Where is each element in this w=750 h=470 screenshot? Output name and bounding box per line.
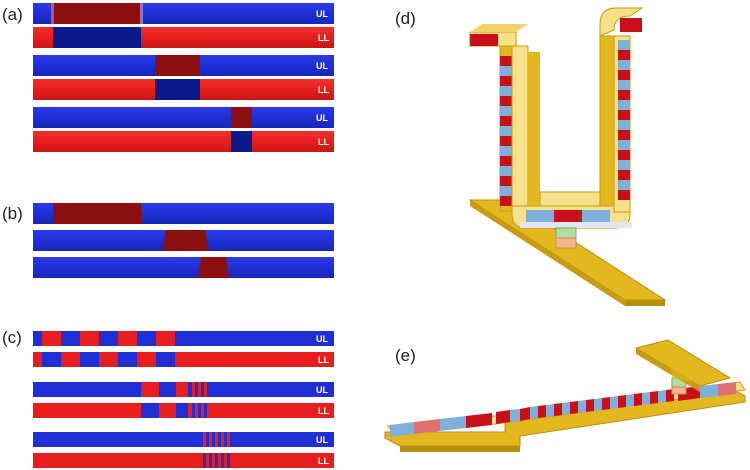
panel-label-a: (a) (2, 5, 23, 24)
panel-label-c: (c) (2, 328, 22, 347)
panel-c-strip-1: UL (33, 331, 334, 346)
strip-tag-ll: LL (318, 355, 329, 365)
strip-tag-ll: LL (318, 137, 329, 147)
strip-tag-ll: LL (318, 85, 329, 95)
strip-tag-ul: UL (316, 435, 328, 445)
panel-c-strip-3: UL (33, 382, 334, 397)
panel-a-strip-5: UL (33, 107, 334, 128)
left-arm-blocks (500, 56, 512, 206)
panel-label-e: (e) (395, 346, 416, 365)
track-blocks (390, 382, 736, 437)
panel-b-strip-2 (33, 230, 334, 251)
panel-c-strip-2: LL (33, 352, 334, 367)
strip-tag-ul: UL (316, 113, 328, 123)
panel-c-strip-4: LL (33, 403, 334, 418)
panel-a-strip-2: LL (33, 27, 334, 48)
strip-tag-ll: LL (318, 33, 329, 43)
strip-tag-ll: LL (318, 406, 329, 416)
panel-a-strip-6: LL (33, 131, 334, 152)
strip-tag-ul: UL (316, 334, 328, 344)
strip-tag-ll: LL (318, 456, 329, 466)
planar-racetrack-3d (384, 339, 746, 452)
panel-label-d: (d) (395, 9, 416, 28)
right-arm-blocks (618, 40, 630, 200)
panel-label-b: (b) (2, 204, 23, 223)
panel-b-strip-3 (33, 257, 334, 278)
panel-a-strip-4: LL (33, 79, 334, 100)
strip-tag-ul: UL (316, 385, 328, 395)
strip-tag-ul: UL (316, 61, 328, 71)
panel-a-strip-1: UL (33, 3, 334, 24)
panel-a-strip-3: UL (33, 55, 334, 76)
strip-tag-ul: UL (316, 9, 328, 19)
panel-c-strip-6: LL (33, 453, 334, 468)
panel-c-strip-5: UL (33, 432, 334, 447)
u-shaped-racetrack-3d (468, 7, 667, 306)
panel-b-strip-1 (33, 203, 334, 224)
